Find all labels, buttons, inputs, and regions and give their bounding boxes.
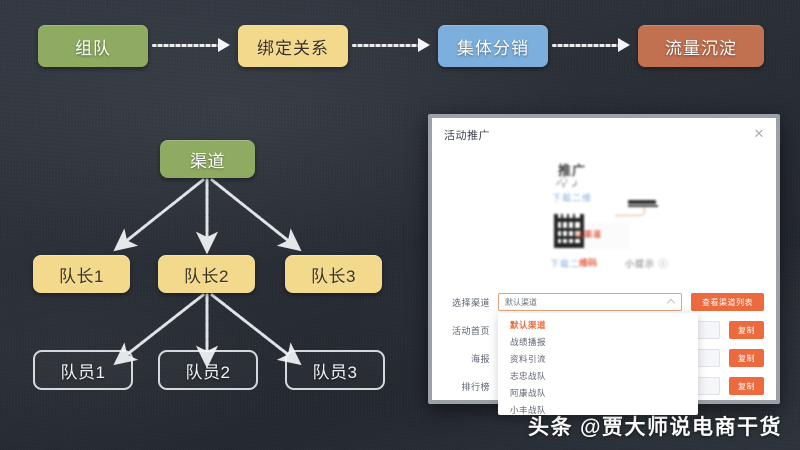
flow-step-1: 绑定关系 (238, 25, 348, 67)
tree-leader-node-3: 队长3 (285, 255, 382, 293)
arrow-shaft (552, 44, 620, 47)
tree-leader-node-1: 队长1 (33, 255, 130, 293)
watermark-account: @贾大师说电商干货 (580, 416, 782, 439)
promo-bar-shape (628, 200, 656, 204)
channel-select-label: 选择渠道 (451, 297, 490, 308)
tree-leader-label: 队长3 (311, 266, 356, 286)
promo-bar-shape-2 (628, 205, 658, 207)
close-icon[interactable]: ✕ (753, 126, 765, 141)
flow-step-0: 组队 (38, 25, 148, 67)
tree-leader-label: 队长2 (184, 266, 229, 286)
link-row-label: 活动首页 (451, 325, 490, 336)
download-qr-link-top[interactable]: 下载二维 (552, 193, 593, 203)
promo-channel-red-text: 认渠道 (575, 230, 602, 239)
flow-arrow-0 (152, 38, 232, 52)
tree-root-node: 渠道 (160, 140, 255, 178)
tree-member-node-1: 队员1 (33, 350, 133, 390)
tree-member-label: 队员1 (60, 362, 106, 382)
link-row-label: 排行榜 (461, 381, 490, 392)
channel-select-row: 选择渠道 默认渠道 查看渠道列表 (444, 289, 764, 315)
qr-code-overlay (554, 214, 584, 248)
promotion-dialog-frame: 活动推广 ✕ 推广 ر ٫ৄ 下载二维 认渠道 下载二 维码 小提示 ⓘ 选择渠… (428, 114, 780, 415)
channel-dropdown-menu[interactable]: 默认渠道 战绩播报 资料引流 志忠战队 阿康战队 小丰战队 (498, 313, 698, 415)
flow-step-label: 组队 (75, 38, 111, 58)
promo-scribble-mark (615, 207, 645, 216)
dropdown-option-3[interactable]: 志忠战队 (510, 371, 547, 381)
dropdown-option-2[interactable]: 资料引流 (510, 354, 547, 364)
watermark-platform: 头条 (528, 416, 574, 439)
channel-select-input[interactable]: 默认渠道 (498, 293, 682, 311)
flow-arrow-2 (552, 38, 632, 52)
tree-member-node-3: 队员3 (285, 350, 385, 390)
dropdown-option-1[interactable]: 战绩播报 (510, 337, 547, 347)
copy-button[interactable]: 复制 (729, 377, 764, 395)
promo-squiggle-mark: ر ٫ৄ (556, 176, 578, 187)
flow-arrow-1 (352, 38, 432, 52)
flow-step-2: 集体分销 (438, 25, 548, 67)
tree-member-node-2: 队员2 (158, 350, 258, 390)
arrow-head (418, 38, 430, 52)
flow-step-label: 绑定关系 (257, 38, 329, 58)
tree-member-label: 队员2 (185, 362, 231, 382)
tree-leader-label: 队长1 (59, 266, 104, 286)
link-row-label: 海报 (470, 353, 490, 364)
tree-member-label: 队员3 (312, 362, 358, 382)
view-channel-list-button[interactable]: 查看渠道列表 (691, 293, 764, 311)
watermark: 头条 @贾大师说电商干货 (528, 411, 782, 441)
tree-leader-node-2: 队长2 (158, 255, 255, 293)
flow-step-3: 流量沉淀 (638, 25, 764, 67)
promo-preview-area: 推广 ر ٫ৄ 下载二维 认渠道 下载二 维码 小提示 ⓘ (432, 152, 776, 287)
arrow-shaft (352, 44, 420, 47)
arrow-head (218, 38, 230, 52)
dialog-header: 活动推广 ✕ (432, 118, 776, 152)
promo-tip-label: 小提示 ⓘ (625, 259, 669, 269)
arrow-head (618, 38, 630, 52)
flow-step-label: 集体分销 (457, 38, 529, 58)
download-qr-link-bottom[interactable]: 下载二 (550, 259, 581, 269)
promo-card-shape (582, 222, 630, 250)
arrow-shaft (152, 44, 220, 47)
tree-connectors (113, 178, 302, 369)
promo-red-overlay-text: 维码 (579, 258, 598, 268)
copy-button[interactable]: 复制 (729, 321, 764, 339)
copy-button[interactable]: 复制 (729, 349, 764, 367)
dropdown-option-4[interactable]: 阿康战队 (510, 388, 547, 398)
promo-heading: 推广 (558, 163, 587, 178)
chevron-up-icon[interactable] (666, 298, 676, 308)
tree-root-label: 渠道 (190, 151, 225, 171)
dialog-form-area: 选择渠道 默认渠道 查看渠道列表 活动首页 复制 海报 复制 (432, 287, 776, 415)
promotion-dialog: 活动推广 ✕ 推广 ر ٫ৄ 下载二维 认渠道 下载二 维码 小提示 ⓘ 选择渠… (432, 118, 776, 415)
channel-select-value: 默认渠道 (505, 297, 537, 307)
flow-step-label: 流量沉淀 (665, 38, 737, 58)
dialog-title: 活动推广 (444, 130, 490, 142)
dropdown-option-5[interactable]: 小丰战队 (510, 405, 547, 415)
dropdown-option-0[interactable]: 默认渠道 (510, 320, 547, 330)
